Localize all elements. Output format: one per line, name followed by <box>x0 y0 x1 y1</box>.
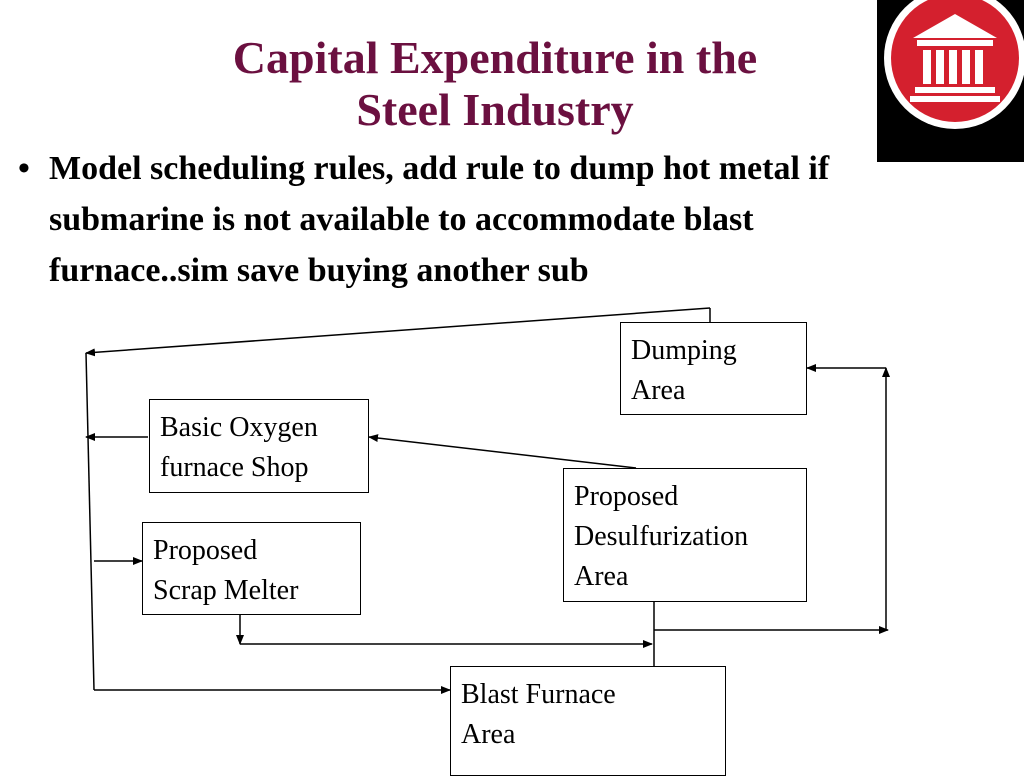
bullet-text: Model scheduling rules, add rule to dump… <box>49 150 830 289</box>
bof-line-2: furnace Shop <box>160 452 309 483</box>
desulf-line-2: Desulfurization <box>574 521 749 552</box>
scrap-melter-box: Proposed Scrap Melter <box>142 522 361 615</box>
scrap-line-1: Proposed <box>153 535 258 566</box>
blast-line-1: Blast Furnace <box>461 679 616 710</box>
slide-title: Capital Expenditure in the Steel Industr… <box>130 32 860 136</box>
dumping-line-1: Dumping <box>631 335 737 366</box>
bullet-marker: • <box>18 150 30 187</box>
title-line-2: Steel Industry <box>356 84 634 135</box>
dumping-area-box: Dumping Area <box>620 322 807 415</box>
bof-line-1: Basic Oxygen <box>160 412 318 443</box>
left-bus-line <box>85 352 95 691</box>
desulf-line-1: Proposed <box>574 481 679 512</box>
bullet-item: • Model scheduling rules, add rule to du… <box>18 143 888 296</box>
arrow-to-left-bus <box>85 307 711 357</box>
bank-building-icon <box>877 0 1024 162</box>
desulfurization-area-box: Proposed Desulfurization Area <box>563 468 807 602</box>
scrap-line-2: Scrap Melter <box>153 575 299 606</box>
title-line-1: Capital Expenditure in the <box>232 32 758 83</box>
blast-furnace-box: Blast Furnace Area <box>450 666 726 776</box>
dumping-line-2: Area <box>631 375 686 406</box>
bof-shop-box: Basic Oxygen furnace Shop <box>149 399 369 493</box>
desulf-line-3: Area <box>574 561 629 592</box>
blast-line-2: Area <box>461 719 516 750</box>
logo <box>877 0 1024 162</box>
arrow-desulf-to-bof <box>368 434 637 469</box>
